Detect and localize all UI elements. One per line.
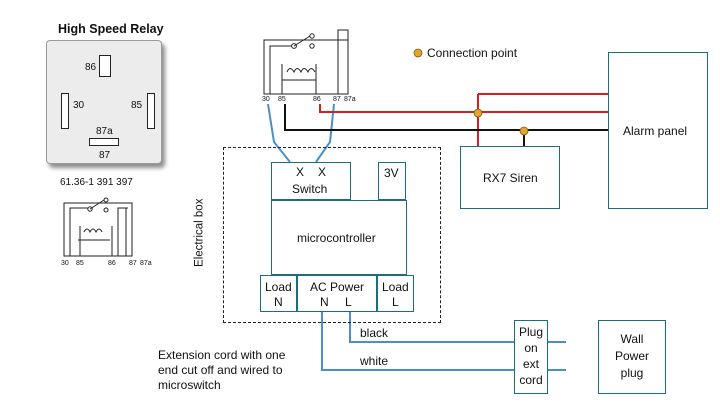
ac-power-n: N: [320, 295, 329, 309]
switch-block: [271, 162, 351, 200]
top-relay-leads: [269, 29, 349, 94]
electrical-box-label: Electrical box: [193, 198, 206, 267]
top-pin-87a: 87a: [344, 96, 356, 103]
load-right-box: [377, 275, 414, 312]
small-pin-87a: 87a: [140, 260, 152, 267]
wire-label-black: black: [360, 326, 389, 340]
small-relay-outline: [63, 202, 133, 257]
ac-power-box: [297, 275, 377, 312]
note-line1: Extension cord with one: [158, 348, 286, 362]
red-wire-panel: [477, 93, 608, 112]
ac-power-l: L: [345, 295, 352, 309]
top-relay-contact-nc: [309, 43, 315, 49]
top-pin-85: 85: [278, 96, 286, 103]
small-relay-coil: [83, 228, 103, 234]
relay-pin-86: [99, 55, 111, 77]
blue-wire-87: [315, 103, 335, 163]
top-relay-contact-no: [309, 33, 315, 39]
top-relay-schematic: [263, 29, 349, 95]
blue-wire-white: [321, 312, 566, 371]
relay-pin-85-label: 85: [131, 100, 143, 111]
small-pin-86: 86: [108, 260, 116, 267]
load-left-box: [260, 275, 297, 312]
microcontroller-label: microcontroller: [297, 231, 376, 245]
connection-point-black: [519, 126, 529, 136]
blue-wire-30: [267, 103, 291, 163]
plug-ext-line4: cord: [519, 373, 543, 387]
siren-label: RX7 Siren: [483, 171, 538, 185]
plug-ext-line3: ext: [522, 357, 539, 371]
top-pin-86: 86: [313, 96, 321, 103]
switch-x1: X: [296, 165, 305, 179]
wall-plug-box: [598, 320, 666, 394]
relay-pin-87-label: 87: [99, 150, 111, 161]
relay-part-number: 61.36-1 391 397: [60, 177, 133, 188]
siren-box: [460, 146, 560, 209]
small-relay-schematic: [63, 197, 133, 257]
legend-dot: [413, 48, 423, 58]
load-left-line2: N: [274, 295, 283, 309]
small-pin-30: 30: [61, 260, 69, 267]
electrical-box: [223, 147, 441, 323]
small-relay-contact-no: [103, 197, 109, 203]
relay-title: High Speed Relay: [58, 22, 164, 36]
battery-box: [378, 162, 406, 200]
red-wire: [319, 93, 608, 146]
legend-text: Connection point: [427, 46, 518, 60]
small-pin-87: 87: [129, 260, 137, 267]
top-pin-30: 30: [262, 96, 270, 103]
wall-plug-line2: Power: [614, 349, 649, 363]
red-wire-main: [319, 104, 608, 113]
relay-pin-87a: [89, 138, 119, 146]
wall-plug-line3: plug: [620, 366, 644, 380]
plug-ext-box: [514, 320, 548, 394]
wire-label-white: white: [360, 354, 389, 368]
relay-pin-85: [147, 93, 155, 129]
blue-relay-wires: [267, 103, 335, 163]
relay-pin-30: [61, 93, 69, 129]
alarm-panel: [608, 52, 708, 209]
load-right-line2: L: [392, 295, 399, 309]
microcontroller-box: [271, 200, 407, 275]
top-relay-contact: [293, 35, 311, 47]
top-pin-87: 87: [333, 96, 341, 103]
relay-pin-86-label: 86: [85, 62, 97, 73]
small-relay-contact-nc: [103, 207, 109, 213]
plug-ext-line2: on: [524, 341, 538, 355]
black-wire-main: [284, 104, 608, 131]
battery-label: 3V: [384, 166, 399, 180]
alarm-panel-label: Alarm panel: [623, 124, 688, 138]
load-right-line1: Load: [382, 280, 409, 294]
note-line2: end cut off and wired to: [158, 363, 283, 377]
small-pin-85: 85: [76, 260, 84, 267]
relay-pin-87a-label: 87a: [96, 126, 113, 137]
plug-ext-line1: Plug: [518, 325, 544, 339]
connection-point-red: [473, 108, 483, 118]
switch-x2: X: [318, 165, 327, 179]
ac-power-label: AC Power: [310, 280, 365, 294]
switch-label: Switch: [292, 182, 328, 196]
top-relay-coil: [286, 68, 316, 74]
relay-card: 86 30 85 87a 87: [46, 40, 162, 164]
top-relay-outline: [263, 39, 349, 95]
wall-plug-line1: Wall: [620, 332, 644, 346]
load-left-line1: Load: [265, 280, 292, 294]
small-relay-contact: [89, 199, 105, 210]
note-line3: microswitch: [158, 378, 221, 392]
relay-pin-30-label: 30: [73, 100, 85, 111]
small-relay-leads: [69, 207, 128, 256]
